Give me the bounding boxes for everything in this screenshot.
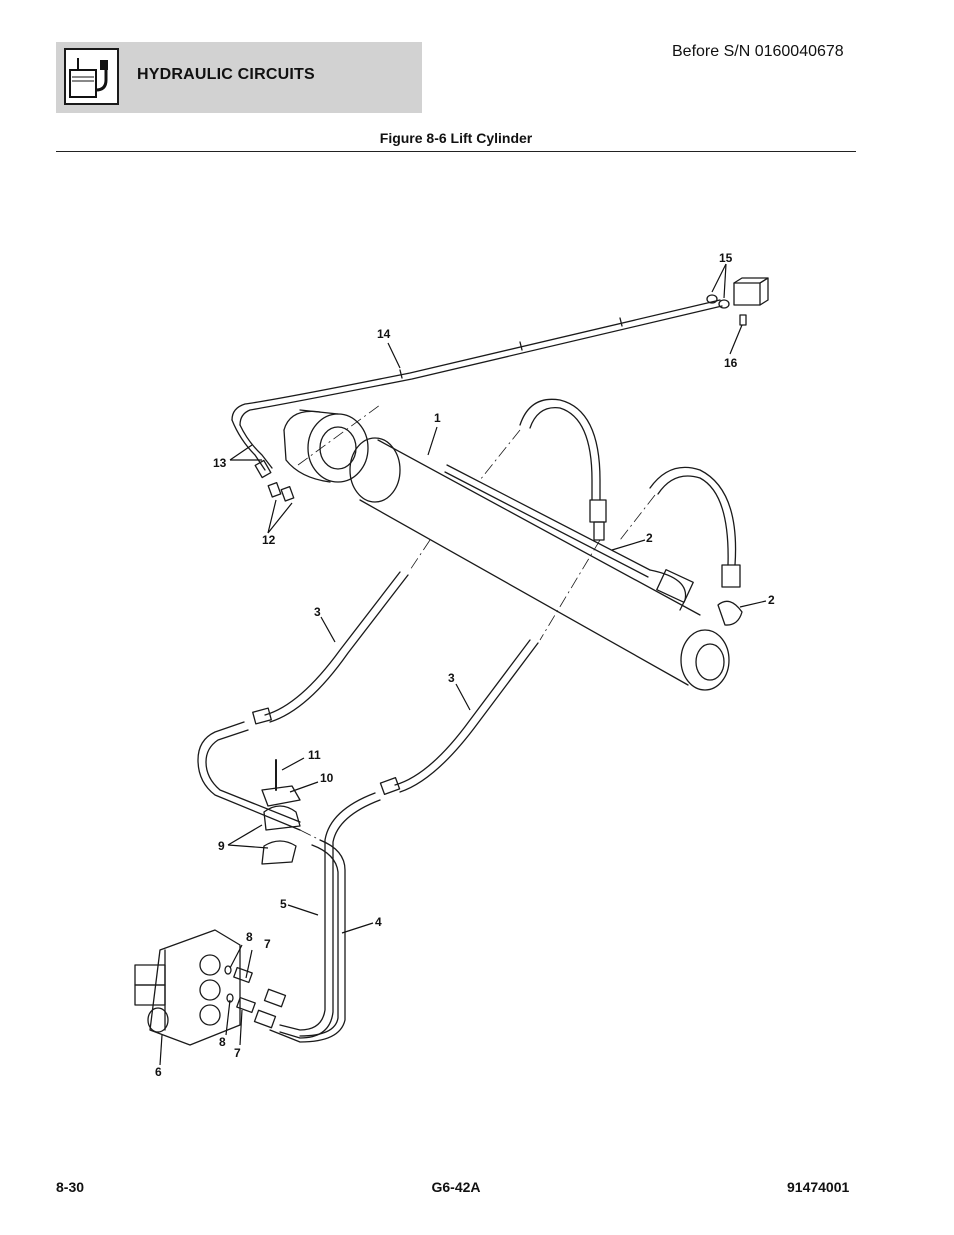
callout-14: 14 bbox=[377, 327, 391, 341]
callout-9: 9 bbox=[218, 839, 225, 853]
callout-8a: 8 bbox=[246, 930, 253, 944]
callout-10: 10 bbox=[320, 771, 334, 785]
callout-2a: 2 bbox=[646, 531, 653, 545]
hydraulic-reservoir-icon bbox=[64, 48, 119, 105]
callout-7b: 7 bbox=[234, 1046, 241, 1060]
document-number: 91474001 bbox=[787, 1179, 850, 1195]
page-number: 8-30 bbox=[56, 1179, 85, 1195]
callout-3a: 3 bbox=[314, 605, 321, 619]
figure-title: Figure 8-6 Lift Cylinder bbox=[379, 130, 533, 146]
serial-number-note: Before S/N 0160040678 bbox=[672, 43, 844, 60]
callout-8b: 8 bbox=[219, 1035, 226, 1049]
header-divider bbox=[56, 151, 856, 152]
callout-11: 11 bbox=[308, 748, 321, 762]
callout-3b: 3 bbox=[448, 671, 455, 685]
callout-2b: 2 bbox=[768, 593, 775, 607]
callout-7a: 7 bbox=[264, 937, 271, 951]
callout-12: 12 bbox=[262, 533, 276, 547]
callout-6: 6 bbox=[155, 1065, 162, 1079]
callout-15: 15 bbox=[719, 251, 733, 265]
callout-5: 5 bbox=[280, 897, 287, 911]
callout-16: 16 bbox=[724, 356, 738, 370]
section-title: HYDRAULIC CIRCUITS bbox=[137, 66, 315, 83]
callout-13: 13 bbox=[213, 456, 227, 470]
model-number: G6-42A bbox=[431, 1179, 481, 1195]
callout-4: 4 bbox=[375, 915, 382, 929]
callout-1: 1 bbox=[434, 411, 441, 425]
